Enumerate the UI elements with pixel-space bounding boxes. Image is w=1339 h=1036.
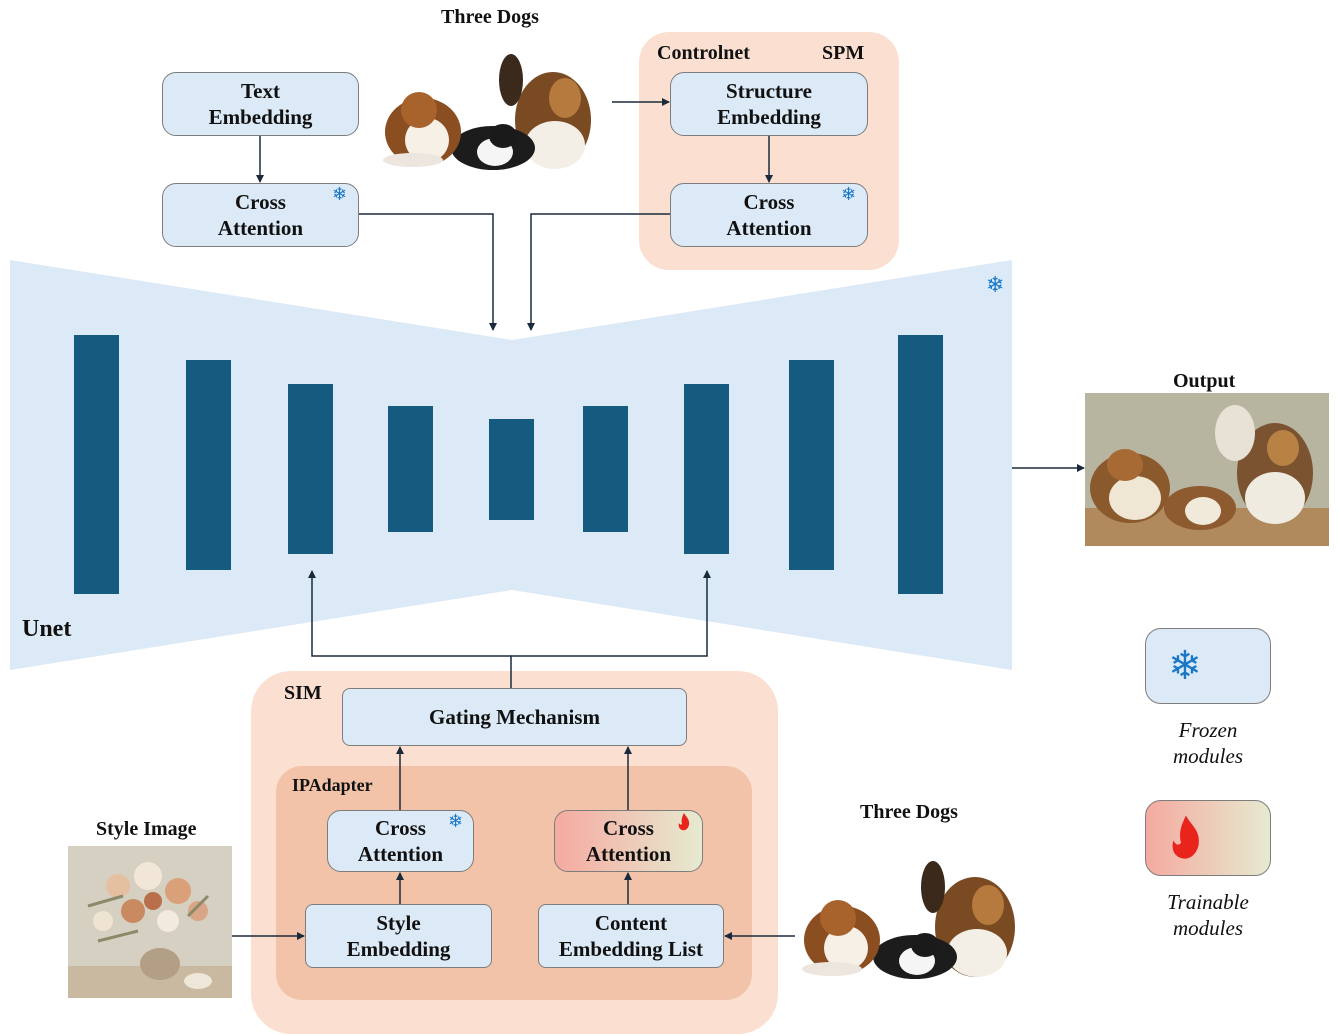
style-embedding-box: Style Embedding xyxy=(305,904,492,968)
output-label: Output xyxy=(1173,370,1236,392)
legend-trainable-box xyxy=(1145,800,1271,876)
unet-block xyxy=(288,384,333,554)
legend-frozen-box: ❄ xyxy=(1145,628,1271,704)
unet-block xyxy=(684,384,729,554)
cross-attention-content-box: Cross Attention xyxy=(554,810,703,872)
legend-trainable-label: Trainable modules xyxy=(1167,890,1249,940)
controlnet-label: Controlnet xyxy=(657,42,750,64)
content-embedding-list-box: Content Embedding List xyxy=(538,904,724,968)
spm-label: SPM xyxy=(822,42,865,64)
snowflake-icon: ❄ xyxy=(1168,643,1202,689)
text-embedding-box: Text Embedding xyxy=(162,72,359,136)
three-dogs-top-label: Three Dogs xyxy=(441,6,539,28)
snowflake-icon: ❄ xyxy=(841,184,857,205)
unet-block xyxy=(583,406,628,532)
cross-attention-text-box: Cross Attention xyxy=(162,183,359,247)
unet-block xyxy=(74,335,119,594)
unet-label: Unet xyxy=(22,616,72,642)
unet-block xyxy=(898,335,943,594)
snowflake-icon: ❄ xyxy=(332,184,348,205)
unet-block xyxy=(489,419,534,520)
three-dogs-bottom-image xyxy=(800,845,1028,980)
flame-icon xyxy=(1172,815,1199,859)
style-image-label: Style Image xyxy=(96,818,197,840)
gating-mechanism-box: Gating Mechanism xyxy=(342,688,687,746)
unet-block xyxy=(388,406,433,532)
three-dogs-top-image xyxy=(383,40,603,170)
flame-icon xyxy=(678,813,690,831)
cross-attention-structure-box: Cross Attention xyxy=(670,183,868,247)
snowflake-icon: ❄ xyxy=(986,273,1005,298)
sim-label: SIM xyxy=(284,682,322,704)
snowflake-icon: ❄ xyxy=(448,811,464,832)
unet-block xyxy=(789,360,834,570)
unet-block xyxy=(186,360,231,570)
structure-embedding-box: Structure Embedding xyxy=(670,72,868,136)
cross-attention-style-box: Cross Attention xyxy=(327,810,474,872)
output-image xyxy=(1085,393,1329,546)
style-image xyxy=(68,846,232,998)
ipadapter-label: IPAdapter xyxy=(292,775,373,795)
legend-frozen-label: Frozen modules xyxy=(1173,718,1243,768)
three-dogs-bottom-label: Three Dogs xyxy=(860,801,958,823)
